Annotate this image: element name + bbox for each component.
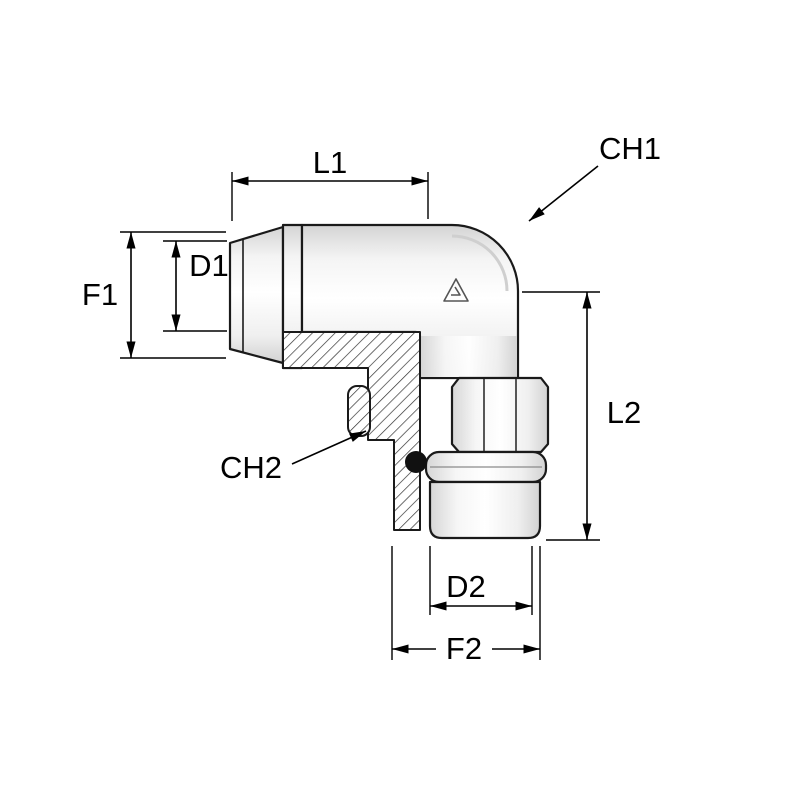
o-ring bbox=[405, 451, 427, 473]
label-f1: F1 bbox=[82, 277, 118, 312]
dimension-labels: L1 CH1 F1 D1 L2 CH2 D2 F2 bbox=[82, 131, 661, 666]
corner-shading bbox=[451, 234, 509, 292]
dimension-d2 bbox=[429, 546, 533, 615]
label-l1: L1 bbox=[313, 145, 347, 180]
dimension-d1 bbox=[163, 240, 227, 332]
port-seal bbox=[347, 385, 371, 437]
leader-line-ch2 bbox=[291, 430, 367, 465]
label-d2: D2 bbox=[446, 569, 486, 604]
label-ch1: CH1 bbox=[599, 131, 661, 166]
label-l2: L2 bbox=[607, 395, 641, 430]
dimension-f1 bbox=[120, 231, 226, 359]
cross-section-hatch bbox=[282, 331, 421, 531]
dimension-l1 bbox=[231, 172, 429, 221]
dimension-l2 bbox=[522, 291, 600, 541]
leader-line-ch1 bbox=[528, 165, 599, 222]
label-backing bbox=[436, 630, 492, 664]
label-f2: F2 bbox=[446, 631, 482, 666]
label-ch2: CH2 bbox=[220, 450, 282, 485]
locknut bbox=[450, 376, 550, 454]
brand-mark-icon bbox=[443, 278, 469, 302]
flare-cone bbox=[228, 225, 285, 365]
vertical-arm-shade bbox=[421, 336, 517, 377]
label-d1: D1 bbox=[189, 248, 229, 283]
fitting-body bbox=[228, 223, 550, 540]
threaded-stud bbox=[428, 480, 542, 540]
dimension-f2 bbox=[391, 546, 541, 664]
dimensions bbox=[120, 165, 600, 664]
